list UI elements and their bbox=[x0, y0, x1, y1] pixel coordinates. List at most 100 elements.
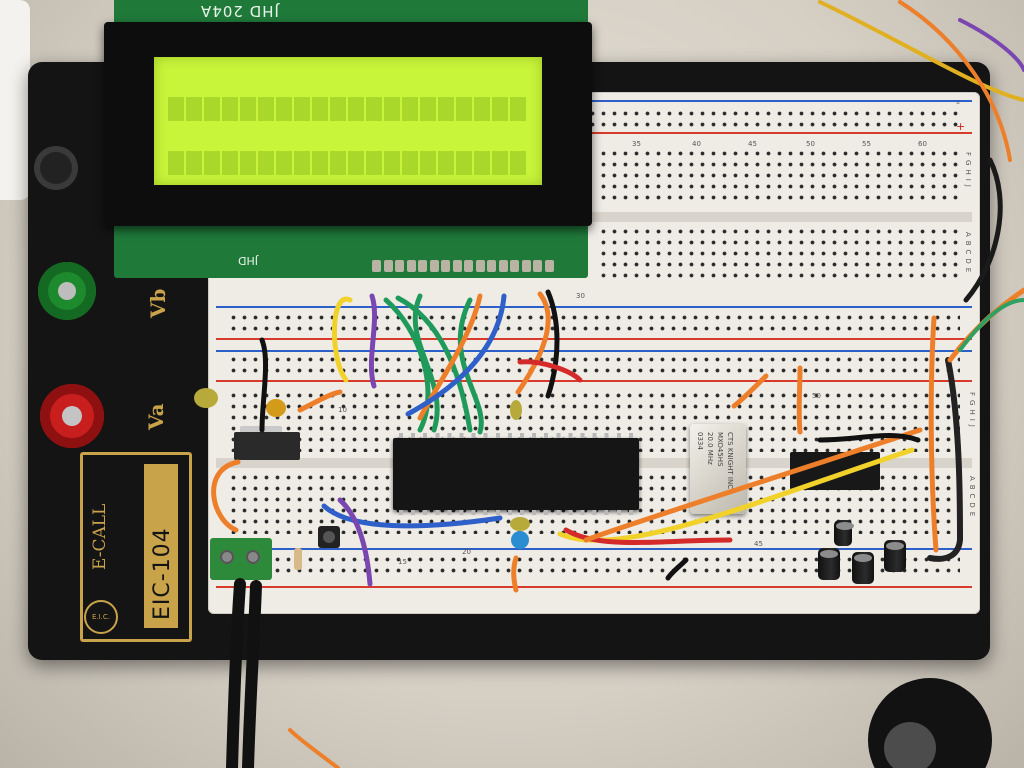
electrolytic-cap bbox=[818, 548, 840, 580]
red-post bbox=[40, 384, 104, 448]
wire-yellow bbox=[557, 447, 915, 543]
wire-orange bbox=[898, 0, 1012, 162]
rail-minus-sign: - bbox=[956, 96, 960, 109]
lcd-header-pin bbox=[395, 260, 404, 272]
lcd-header-pin bbox=[372, 260, 381, 272]
row-letters-lower-mid: ABCDE bbox=[968, 476, 976, 521]
lower-col-45: 45 bbox=[754, 540, 763, 548]
wire-orange bbox=[583, 427, 923, 543]
wire-green bbox=[457, 297, 484, 435]
lcd-char-cell bbox=[510, 97, 526, 121]
rail-plus-sign: + bbox=[956, 120, 966, 133]
lcd-char-cell bbox=[168, 97, 184, 121]
ground-post bbox=[34, 146, 78, 190]
lower-col-50: 50 bbox=[812, 392, 821, 400]
col-45: 45 bbox=[748, 140, 757, 148]
lcd-header-pin bbox=[498, 260, 508, 272]
lcd-header-pin bbox=[487, 260, 496, 272]
lcd-char-cell bbox=[474, 97, 490, 121]
lcd-char-cell bbox=[294, 97, 310, 121]
col-50: 50 bbox=[806, 140, 815, 148]
lcd-char-cell bbox=[492, 151, 508, 175]
lcd-header-pin bbox=[544, 260, 554, 272]
lcd-char-cell bbox=[384, 151, 400, 175]
wire-green bbox=[412, 293, 440, 433]
lcd-char-cell bbox=[186, 151, 202, 175]
lcd-char-cell bbox=[474, 151, 490, 175]
lcd-char-cell bbox=[240, 97, 256, 121]
voltage-regulator bbox=[234, 432, 300, 460]
power-cable bbox=[226, 578, 246, 768]
lcd-pcb-bottom bbox=[114, 220, 588, 278]
row-letters-top: FGHIJ bbox=[964, 152, 972, 191]
lcd-char-cell bbox=[402, 151, 418, 175]
crystal-oscillator: CTS KNIGHT INC MXO45HS 20.0 MHz 0334 bbox=[690, 424, 746, 514]
wire-purple bbox=[368, 293, 378, 389]
ceramic-cap bbox=[510, 400, 522, 420]
lcd-char-cell bbox=[312, 97, 328, 121]
screw-terminal bbox=[210, 538, 272, 580]
lcd-char-cell bbox=[366, 97, 382, 121]
lcd-pcb-top bbox=[114, 0, 588, 24]
lcd-header-pin bbox=[406, 260, 416, 272]
wire-yellow bbox=[818, 0, 1024, 102]
electrolytic-cap bbox=[852, 552, 874, 584]
row-letters-upper-mid: ABCDE bbox=[964, 232, 972, 277]
lcd-row-2 bbox=[168, 151, 526, 175]
model-box bbox=[144, 464, 178, 628]
lcd-header-pin bbox=[475, 260, 485, 272]
lcd-header-pin bbox=[383, 260, 393, 272]
electrolytic-cap bbox=[834, 520, 854, 546]
wire-yellow bbox=[331, 296, 353, 383]
lower-col-15: 15 bbox=[398, 558, 407, 566]
wire-black bbox=[259, 337, 269, 433]
lcd-char-cell bbox=[510, 151, 526, 175]
wire-orange bbox=[511, 555, 519, 593]
lcd-char-cell bbox=[438, 151, 454, 175]
lcd-char-cell bbox=[186, 97, 202, 121]
lcd-char-cell bbox=[420, 97, 436, 121]
lcd-screen bbox=[154, 57, 542, 185]
wire-black bbox=[665, 557, 689, 581]
lcd-char-cell bbox=[348, 97, 364, 121]
tantalum-cap bbox=[266, 399, 286, 417]
wire-orange bbox=[515, 291, 551, 395]
lcd-char-cell bbox=[294, 151, 310, 175]
lcd-char-cell bbox=[276, 151, 292, 175]
lcd-header-pin bbox=[418, 260, 427, 272]
lcd-char-cell bbox=[222, 97, 238, 121]
lcd-char-cell bbox=[240, 151, 256, 175]
lcd-header-pin bbox=[533, 260, 542, 272]
power-cable bbox=[242, 580, 262, 768]
lcd-char-cell bbox=[222, 151, 238, 175]
brand-logo: E.I.C. bbox=[84, 600, 118, 634]
brand-plate bbox=[80, 452, 192, 642]
lcd-char-cell bbox=[276, 97, 292, 121]
push-button bbox=[318, 526, 340, 548]
wire-red bbox=[563, 527, 733, 545]
resistor bbox=[294, 548, 302, 570]
lcd-char-cell bbox=[348, 151, 364, 175]
lcd-char-cell bbox=[312, 151, 328, 175]
wire-red bbox=[517, 359, 583, 383]
lcd-header-pin bbox=[510, 260, 519, 272]
lower-col-20: 20 bbox=[462, 548, 471, 556]
lcd-char-cell bbox=[384, 97, 400, 121]
wire-orange bbox=[928, 315, 939, 553]
wire-orange bbox=[796, 365, 803, 435]
lcd-char-cell bbox=[456, 151, 472, 175]
col-55: 55 bbox=[862, 140, 871, 148]
ceramic-cap bbox=[194, 388, 218, 408]
wire-green bbox=[395, 295, 473, 433]
ceramic-cap bbox=[510, 517, 530, 531]
lcd-char-cell bbox=[492, 97, 508, 121]
lcd-char-cell bbox=[258, 97, 274, 121]
lcd-char-cell bbox=[402, 97, 418, 121]
lcd-char-cell bbox=[258, 151, 274, 175]
small-cap bbox=[511, 531, 529, 549]
lcd-char-cell bbox=[366, 151, 382, 175]
electrolytic-cap bbox=[884, 540, 906, 572]
col-35: 35 bbox=[632, 140, 641, 148]
